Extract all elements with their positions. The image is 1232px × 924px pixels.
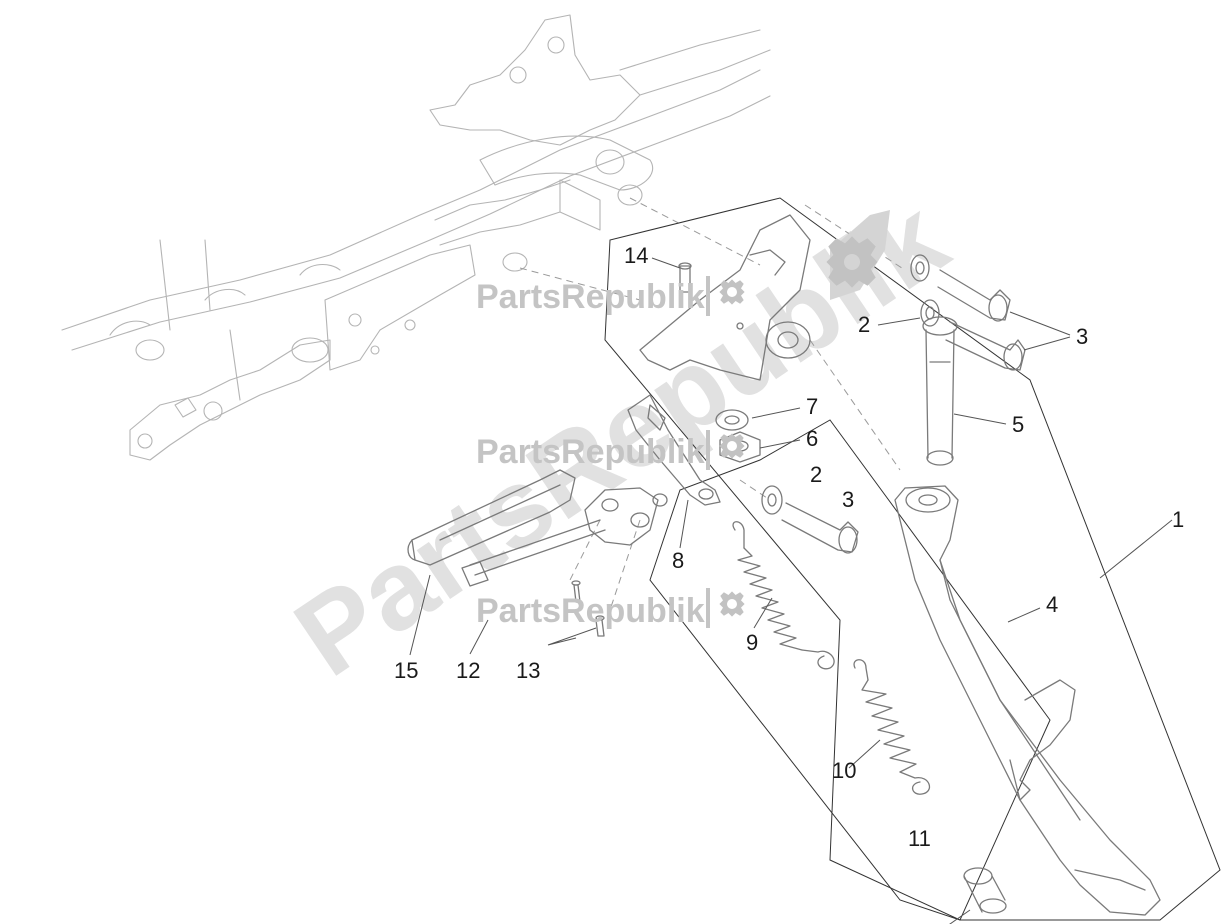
callout-3-mid: 3	[842, 487, 854, 512]
callout-9: 9	[746, 630, 758, 655]
callout-5: 5	[1012, 412, 1024, 437]
part-sensor-12	[461, 487, 668, 587]
watermark-row-1: PartsRepublik	[476, 276, 745, 316]
part-washer-7	[715, 409, 749, 431]
callout-7: 7	[806, 394, 818, 419]
callout-14: 14	[624, 243, 648, 268]
gear-icon	[826, 236, 878, 288]
watermark-text: PartsRepublik	[476, 278, 705, 316]
part-side-stand-4	[894, 485, 1161, 916]
gear-icon	[719, 591, 745, 617]
callout-2-top: 2	[858, 312, 870, 337]
part-bolt-14	[678, 262, 692, 293]
callout-8: 8	[672, 548, 684, 573]
leader-lines	[409, 257, 1173, 924]
watermark-row-3: PartsRepublik	[476, 588, 745, 630]
part-sleeve-11	[963, 867, 1007, 914]
callout-15: 15	[394, 658, 418, 683]
part-cable-cover-15	[407, 469, 576, 566]
watermark-row-2: PartsRepublik	[476, 430, 745, 471]
part-spring-10	[853, 659, 931, 795]
part-washer-2-mid	[761, 485, 783, 515]
callout-2-mid: 2	[810, 462, 822, 487]
callout-3-top: 3	[1076, 324, 1088, 349]
part-screw-3-mid	[781, 502, 859, 554]
part-pivot-bolt-5	[922, 316, 958, 466]
part-spring-9	[732, 521, 835, 670]
watermark-large-gear	[826, 210, 890, 300]
callout-1: 1	[1172, 507, 1184, 532]
frame-chassis	[61, 14, 771, 461]
callout-13: 13	[516, 658, 540, 683]
callout-6: 6	[806, 426, 818, 451]
watermark-text: PartsRepublik	[476, 592, 705, 630]
part-lever-8	[627, 394, 721, 506]
callout-numbers: 1 2 3 4 5 6 7 8 9 10 11 12 13 14 15 2 3	[394, 243, 1184, 851]
assembly-outline-1	[604, 197, 1221, 921]
watermark-text: PartsRepublik	[476, 433, 705, 471]
assembly-outline-2	[649, 419, 1051, 921]
callout-4: 4	[1046, 592, 1058, 617]
alignment-guides	[519, 197, 906, 611]
callout-11: 11	[908, 826, 931, 851]
part-mounting-bracket	[639, 214, 811, 381]
callout-10: 10	[832, 758, 856, 783]
part-screws-13	[571, 580, 605, 637]
callout-12: 12	[456, 658, 480, 683]
gear-icon	[719, 433, 745, 459]
gear-icon	[719, 279, 745, 305]
